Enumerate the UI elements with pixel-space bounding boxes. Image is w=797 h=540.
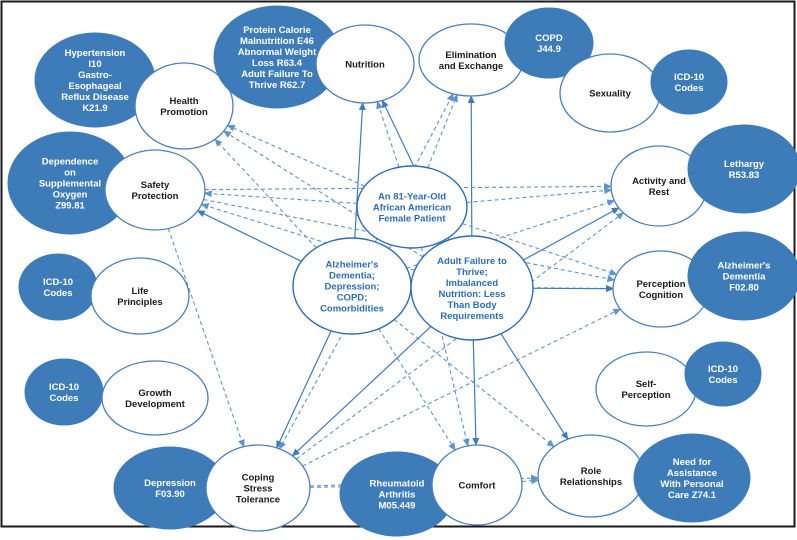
edge-patient-center-to-health-promotion bbox=[226, 124, 365, 187]
edge-patient-center-to-nutrition bbox=[376, 100, 400, 168]
edge-alzheimers-center-to-nutrition bbox=[354, 102, 366, 239]
edge-failure-thrive-center-to-comfort bbox=[472, 339, 480, 446]
coping-stress-tolerance-ellipse bbox=[205, 444, 311, 532]
edge-alzheimers-center-to-health-promotion bbox=[214, 138, 317, 249]
failure-thrive-center-ellipse bbox=[410, 235, 534, 341]
edge-patient-center-to-safety-protection bbox=[203, 190, 358, 204]
edge-alzheimers-center-to-safety-protection bbox=[196, 210, 302, 262]
edge-failure-thrive-center-to-elimination-exchange bbox=[467, 95, 475, 237]
edge-failure-thrive-center-to-health-promotion bbox=[222, 130, 424, 258]
edge-alzheimers-center-to-coping-stress-tolerance bbox=[276, 330, 332, 449]
edge-comfort-to-role-relationships bbox=[521, 477, 540, 485]
patient-center-ellipse bbox=[356, 165, 468, 249]
edge-coping-stress-tolerance-to-perception-cognition bbox=[302, 308, 622, 467]
edge-alzheimers-center-to-comfort bbox=[378, 328, 456, 451]
copd-code-ellipse bbox=[504, 7, 594, 79]
edge-safety-protection-to-coping-stress-tolerance bbox=[167, 228, 245, 448]
growth-development-ellipse bbox=[101, 360, 209, 436]
nutrition-label: Nutrition bbox=[345, 59, 385, 70]
comfort-ellipse bbox=[431, 444, 523, 526]
life-principles-ellipse bbox=[90, 257, 190, 335]
health-promotion-ellipse bbox=[134, 62, 234, 150]
icd10-right-2-code-ellipse bbox=[684, 341, 762, 407]
nutrition-ellipse bbox=[315, 24, 415, 104]
edge-patient-center-to-comfort bbox=[420, 247, 470, 447]
edge-patient-center-to-activity-rest bbox=[466, 187, 613, 203]
node-nutrition: Nutrition bbox=[315, 24, 415, 104]
node-self-perception: Self-Perception bbox=[595, 351, 697, 427]
node-sexuality: Sexuality bbox=[559, 53, 661, 133]
alzheimers-dementia-code-ellipse bbox=[687, 231, 797, 321]
edge-failure-thrive-center-to-coping-stress-tolerance bbox=[291, 325, 432, 457]
lethargy-code-ellipse bbox=[687, 124, 797, 214]
icd10-top-right-code-ellipse bbox=[650, 49, 728, 115]
comfort-label: Comfort bbox=[459, 480, 497, 491]
edge-failure-thrive-center-to-role-relationships bbox=[500, 333, 569, 441]
safety-protection-ellipse bbox=[104, 149, 206, 231]
edge-patient-center-to-perception-cognition bbox=[462, 223, 618, 276]
edge-alzheimers-center-to-role-relationships bbox=[393, 319, 555, 448]
node-comfort: Comfort bbox=[431, 444, 523, 526]
edge-failure-thrive-center-to-activity-rest bbox=[523, 207, 620, 261]
sexuality-label: Sexuality bbox=[589, 88, 631, 99]
need-assistance-code-ellipse bbox=[633, 433, 751, 523]
edge-patient-center-to-elimination-exchange bbox=[427, 93, 458, 168]
self-perception-label: Self-Perception bbox=[621, 379, 670, 401]
